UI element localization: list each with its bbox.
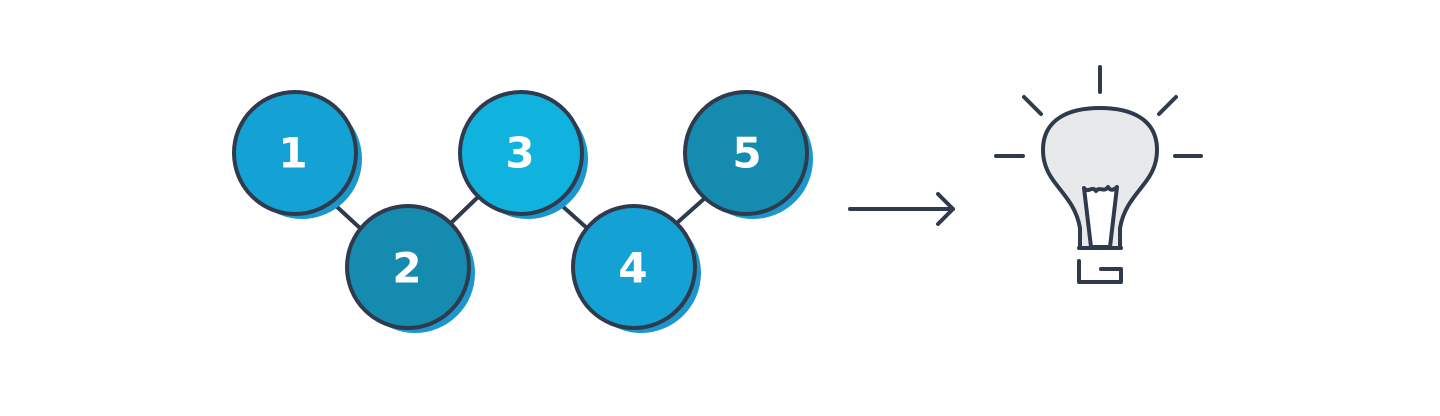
step-circle: [232, 90, 358, 216]
bulb-base: [1077, 259, 1123, 284]
lightbulb-icon: [994, 65, 1203, 284]
step-number: 3: [505, 129, 534, 178]
step-5: 5: [683, 90, 813, 219]
step-1: 1: [232, 90, 362, 219]
step-circle: [683, 90, 809, 216]
bulb-filament: [1082, 185, 1119, 249]
step-connectors: [333, 195, 707, 231]
step-circle: [458, 90, 584, 216]
light-rays: [994, 65, 1203, 158]
step-number: 5: [732, 129, 761, 178]
step-4: 4: [571, 204, 701, 333]
step-circle: [345, 204, 471, 330]
step-circle: [571, 204, 697, 330]
connector-3-4: [558, 202, 590, 231]
connector-4-5: [676, 196, 707, 224]
connector-2-3: [450, 195, 480, 224]
step-2: 2: [345, 204, 475, 333]
connector-1-2: [333, 203, 363, 231]
step-number: 1: [278, 129, 307, 178]
step-3: 3: [458, 90, 588, 219]
arrow-right-icon: [848, 192, 955, 226]
bulb-glass: [1041, 106, 1159, 250]
step-number: 2: [392, 244, 421, 293]
step-number: 4: [618, 244, 647, 293]
